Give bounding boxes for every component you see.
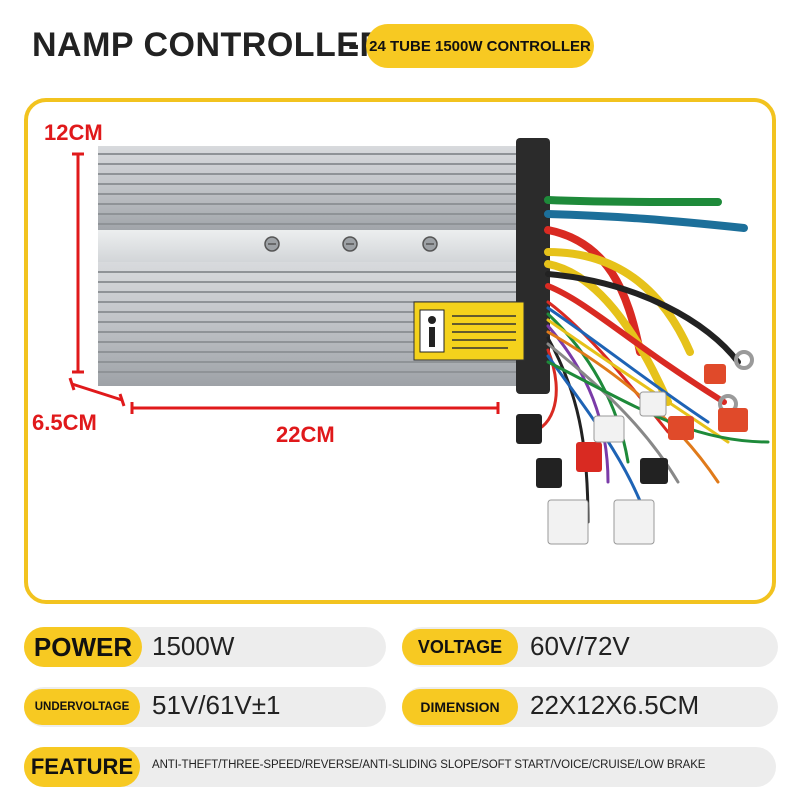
power-label: POWER bbox=[24, 627, 142, 667]
mounting-plate bbox=[98, 230, 528, 266]
phase-wires bbox=[544, 196, 748, 406]
page-title: NAMP CONTROLLER bbox=[32, 26, 385, 64]
power-value: 1500W bbox=[152, 631, 235, 661]
warning-label bbox=[413, 301, 525, 361]
dimension-label: DIMENSION bbox=[402, 689, 518, 725]
feature-row bbox=[24, 747, 776, 787]
depth-dimension-label: 6.5CM bbox=[32, 410, 97, 435]
undervoltage-label: UNDERVOLTAGE bbox=[24, 689, 140, 725]
voltage-label: VOLTAGE bbox=[402, 629, 518, 665]
product-photo-frame: 12CM 6.5CM 22CM bbox=[24, 98, 776, 604]
title-subtitle-badge: 24 TUBE 1500W CONTROLLER bbox=[366, 24, 594, 68]
height-dimension-label: 12CM bbox=[44, 120, 103, 145]
feature-label: FEATURE bbox=[24, 747, 140, 787]
heat-sink-fins-top bbox=[98, 146, 528, 234]
undervoltage-value: 51V/61V±1 bbox=[152, 690, 281, 720]
length-dimension-label: 22CM bbox=[276, 422, 335, 447]
voltage-value: 60V/72V bbox=[530, 631, 630, 661]
controller-illustration bbox=[68, 138, 770, 545]
title-separator: - bbox=[348, 26, 360, 64]
dimension-value: 22X12X6.5CM bbox=[530, 690, 700, 720]
dimension-lines bbox=[68, 152, 500, 414]
wire-connectors bbox=[516, 364, 748, 545]
feature-value: ANTI-THEFT/THREE-SPEED/REVERSE/ANTI-SLID… bbox=[152, 759, 706, 771]
